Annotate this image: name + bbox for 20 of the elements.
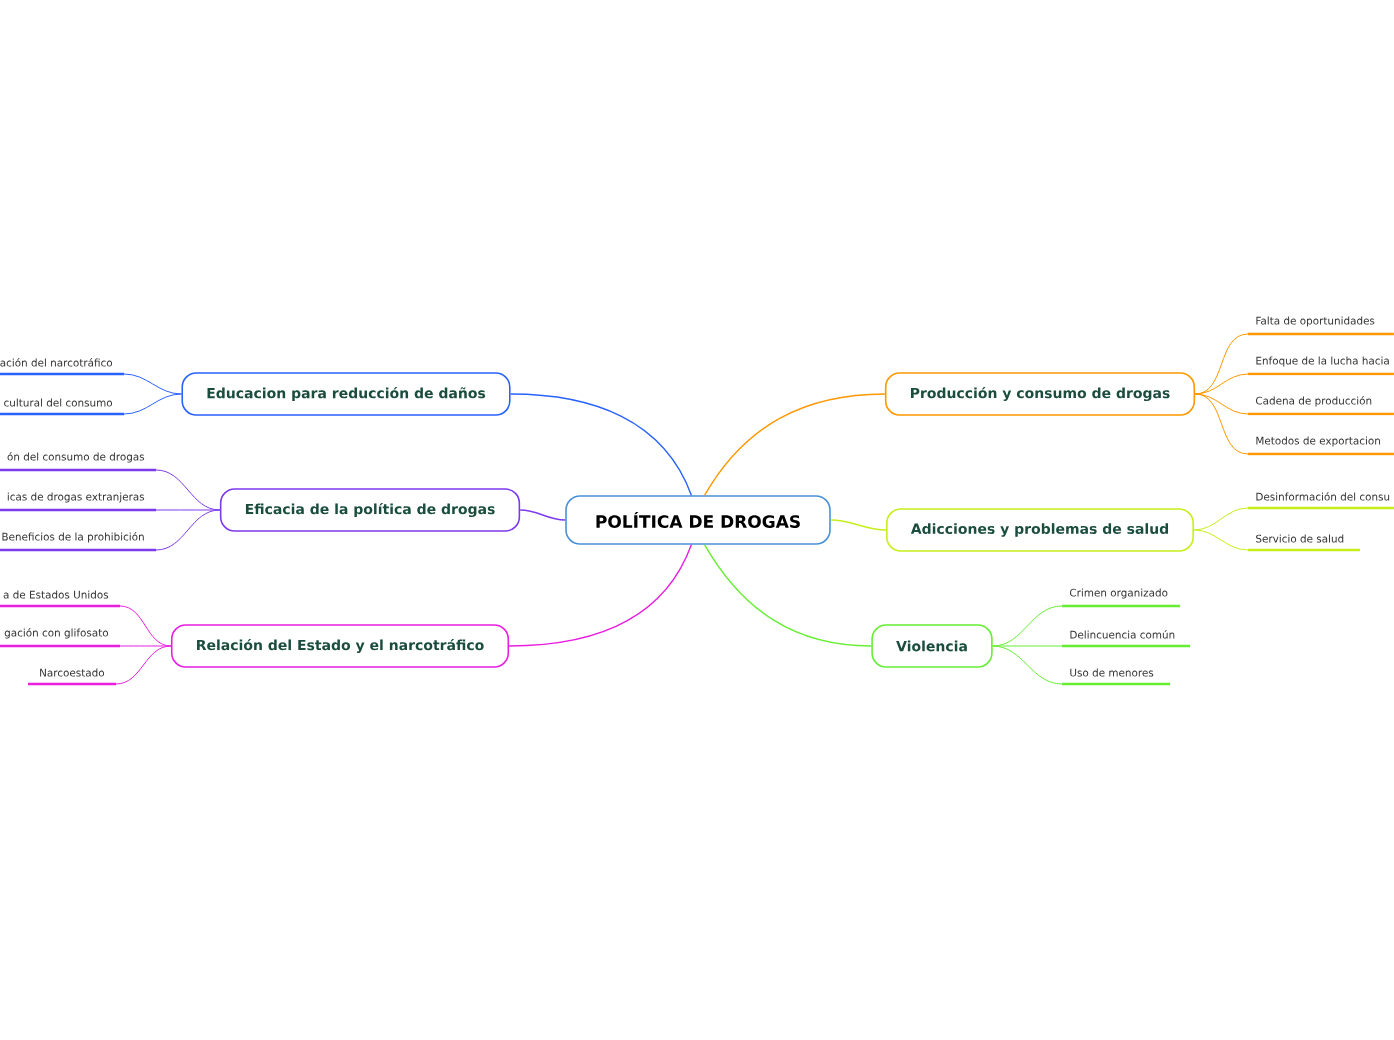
connector: [115, 645, 172, 685]
connector: [1194, 393, 1249, 455]
connector: [1193, 507, 1249, 531]
connector: [155, 509, 221, 511]
connector: [992, 645, 1063, 685]
topic-box: POLÍTICA DE DROGAS: [565, 495, 831, 545]
connector: [119, 645, 172, 647]
connector: [1194, 373, 1249, 395]
connector: [830, 519, 887, 531]
connector: [992, 645, 1063, 647]
connector: [1194, 393, 1249, 415]
connector: [155, 509, 221, 551]
connector: [123, 393, 182, 415]
connector: [703, 544, 872, 647]
connector: [1193, 529, 1249, 551]
connector: [509, 393, 693, 496]
connector: [519, 509, 566, 521]
connector: [508, 544, 693, 647]
connector: [123, 373, 182, 395]
connector: [703, 393, 886, 496]
